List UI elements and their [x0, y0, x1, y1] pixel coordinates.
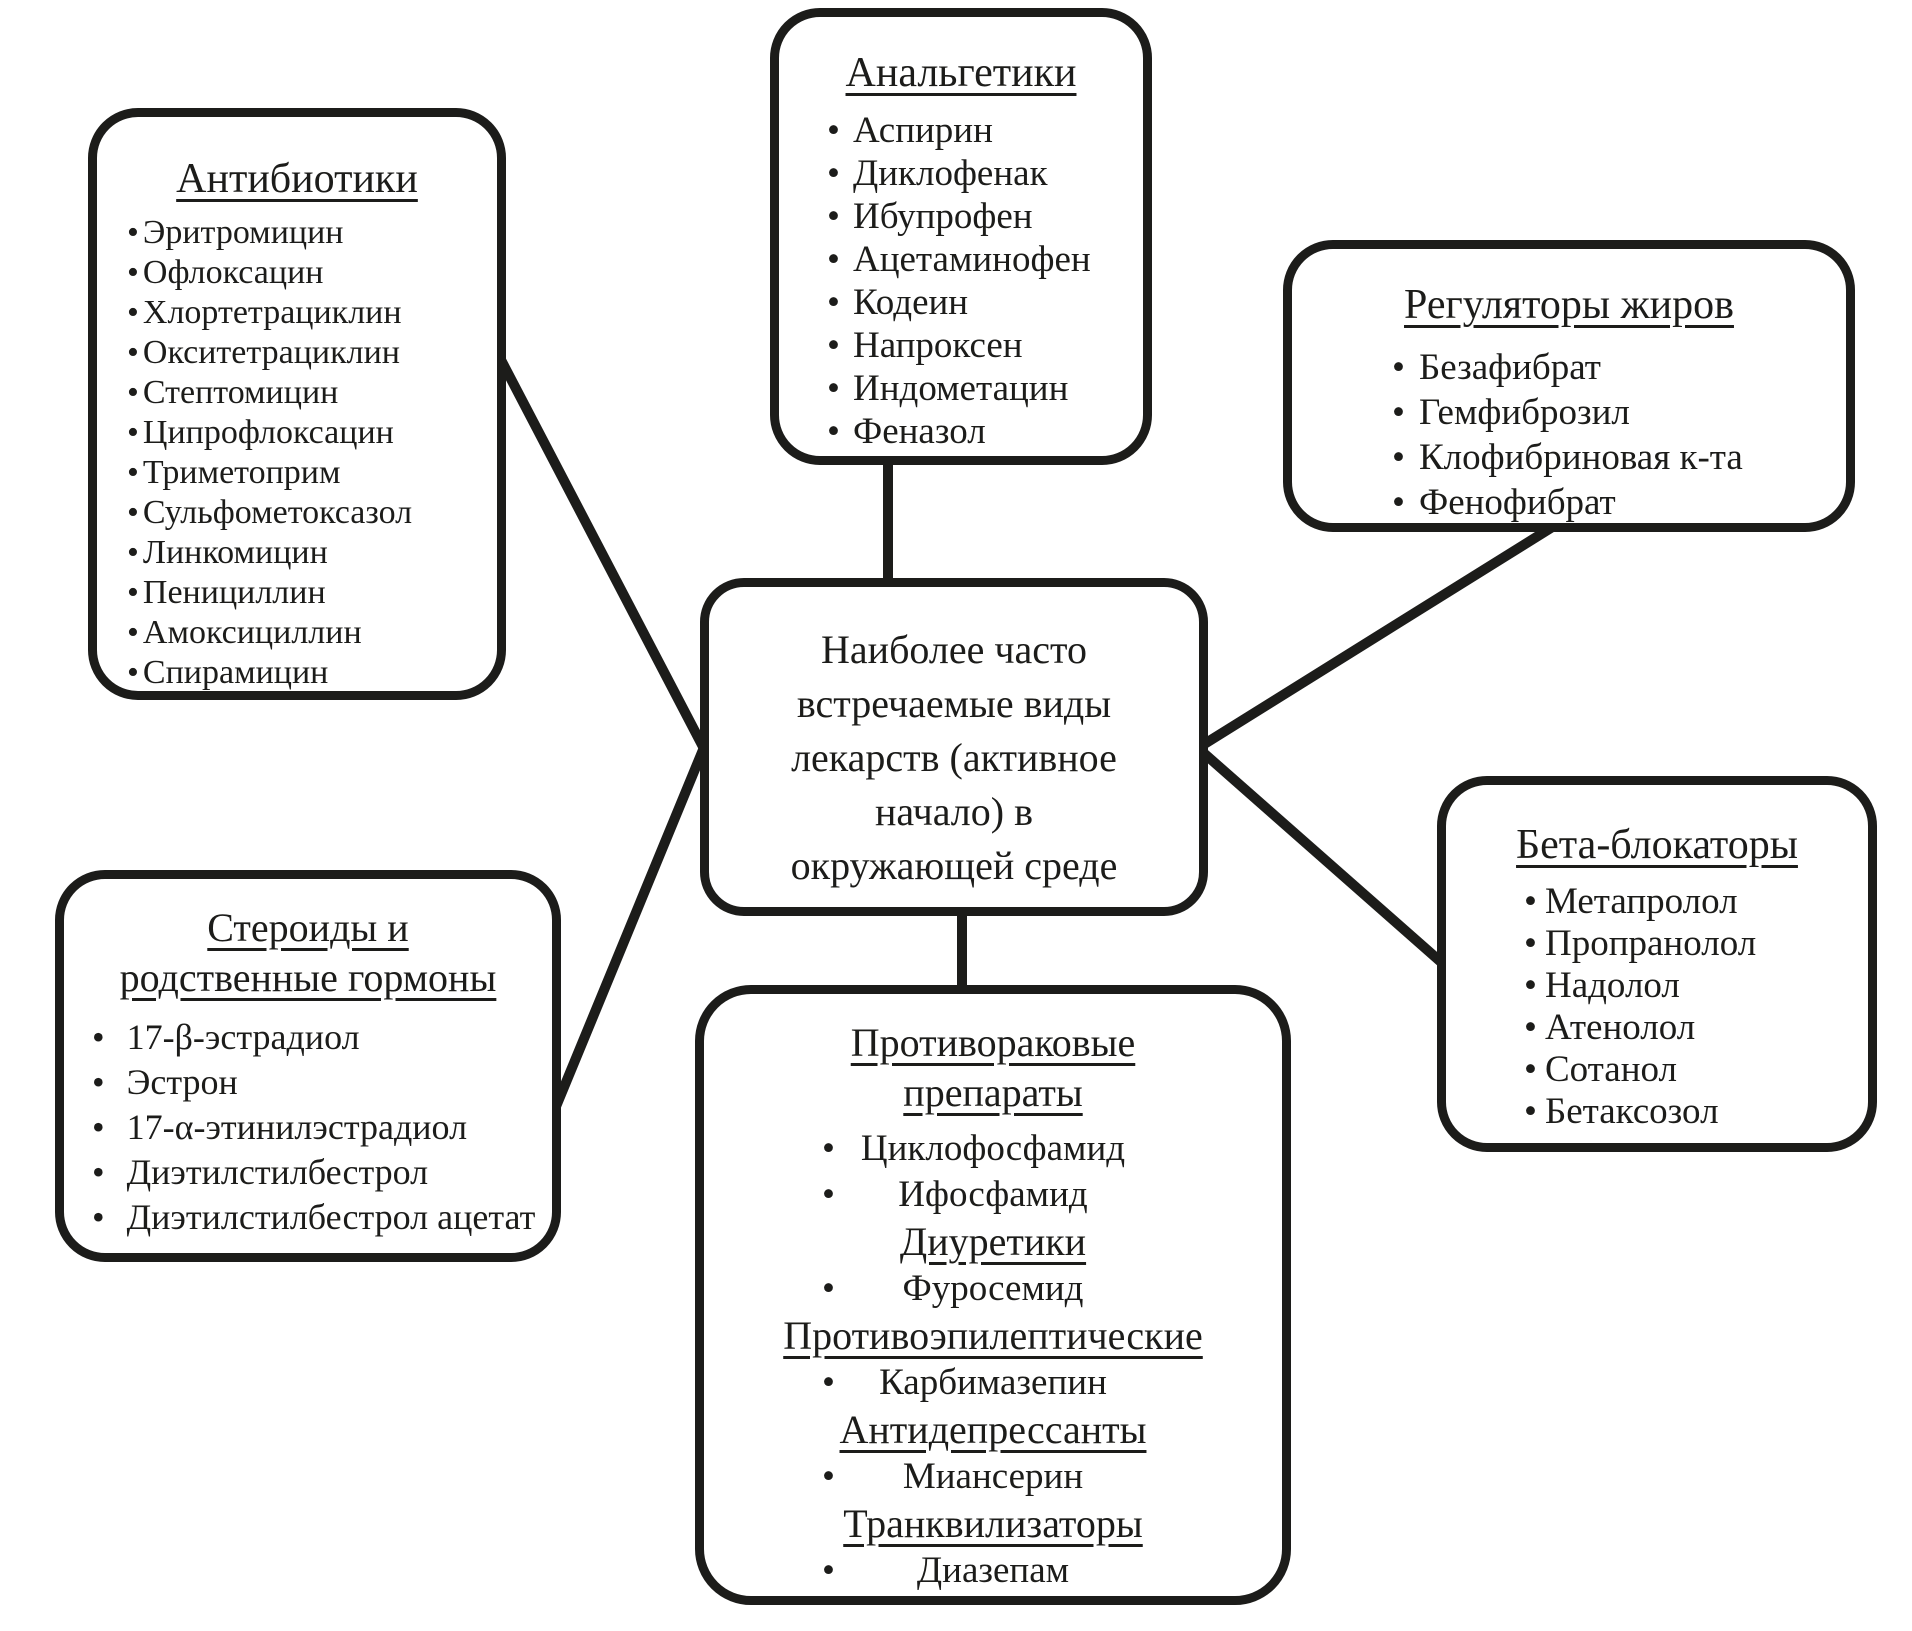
section-title: Транквилизаторы	[843, 1501, 1143, 1546]
section-antidepressants: Антидепрессанты Миансерин	[704, 1406, 1282, 1500]
list-item: Ацетаминофен	[827, 238, 1143, 281]
list-item: Сульфометоксазол	[127, 493, 497, 533]
box-title: Анальгетики	[845, 50, 1077, 96]
list-item: Гемфиброзил	[1392, 390, 1846, 435]
connector-beta-center	[1194, 744, 1454, 974]
section-title: Противоэпилептические	[783, 1313, 1203, 1358]
list-item: Карбимазепин	[704, 1360, 1282, 1406]
section-anticancer: Противораковые препараты ЦиклофосфамидИф…	[704, 1018, 1282, 1218]
center-text-line: начало) в	[875, 789, 1033, 834]
list-item: Надолол	[1524, 965, 1868, 1007]
list-item: Эстрон	[92, 1060, 552, 1105]
list-item: Бетаксозол	[1524, 1091, 1868, 1133]
box-title: Стероиды и	[207, 905, 409, 950]
list-item: Диэтилстилбестрол	[92, 1150, 552, 1195]
drug-list-diuretics: Фуросемид	[704, 1266, 1282, 1312]
section-title: Антидепрессанты	[839, 1407, 1147, 1452]
drug-list-antidepressants: Миансерин	[704, 1454, 1282, 1500]
list-item: Клофибриновая к-та	[1392, 435, 1846, 480]
section-title: Диуретики	[899, 1219, 1087, 1264]
connector-lipid-center	[1195, 521, 1557, 753]
list-item: Спирамицин	[127, 653, 497, 693]
drug-list-antibiotics: ЭритромицинОфлоксацинХлортетрациклинОкси…	[97, 213, 497, 693]
section-title: Противораковые	[850, 1020, 1136, 1065]
list-item: Ибупрофен	[827, 195, 1143, 238]
list-item: Линкомицин	[127, 533, 497, 573]
box-steroids: Стероиды и родственные гормоны 17-β-эстр…	[55, 870, 561, 1262]
list-item: Триметоприм	[127, 453, 497, 493]
list-item: Диклофенак	[827, 152, 1143, 195]
list-item: Метапролол	[1524, 881, 1868, 923]
box-center-topic: Наиболее часто встречаемые виды лекарств…	[700, 578, 1208, 916]
box-antibiotics: Антибиотики ЭритромицинОфлоксацинХлортет…	[88, 108, 506, 700]
drug-list-steroids: 17-β-эстрадиолЭстрон17-α-этинилэстрадиол…	[64, 1015, 552, 1240]
list-item: Феназол	[827, 410, 1143, 453]
list-item: Циклофосфамид	[704, 1126, 1282, 1172]
box-mixed-categories: Противораковые препараты ЦиклофосфамидИф…	[695, 985, 1291, 1605]
box-analgesics: Анальгетики АспиринДиклофенакИбупрофенАц…	[770, 8, 1152, 465]
box-lipid-regulators: Регуляторы жиров БезафибратГемфиброзилКл…	[1283, 240, 1855, 532]
connector-antibiotics-center	[495, 355, 717, 767]
drug-list-anticancer: ЦиклофосфамидИфосфамид	[704, 1126, 1282, 1218]
center-text-line: встречаемые виды	[796, 681, 1112, 726]
section-antiepileptics: Противоэпилептические Карбимазепин	[704, 1312, 1282, 1406]
connector-steroids-center	[543, 726, 717, 1128]
list-item: Индометацин	[827, 367, 1143, 410]
drug-list-lipid-regulators: БезафибратГемфиброзилКлофибриновая к-таФ…	[1292, 345, 1846, 525]
list-item: Миансерин	[704, 1454, 1282, 1500]
drug-list-analgesics: АспиринДиклофенакИбупрофенАцетаминофенКо…	[779, 109, 1143, 453]
list-item: Окситетрациклин	[127, 333, 497, 373]
list-item: Фенофибрат	[1392, 480, 1846, 525]
list-item: 17-β-эстрадиол	[92, 1015, 552, 1060]
list-item: Амоксициллин	[127, 613, 497, 653]
list-item: Диэтилстилбестрол ацетат	[92, 1195, 552, 1240]
drug-list-beta-blockers: МетапрололПропранололНадололАтенололСота…	[1446, 881, 1868, 1133]
section-title: препараты	[903, 1070, 1083, 1115]
list-item: Ципрофлоксацин	[127, 413, 497, 453]
box-title: родственные гормоны	[119, 955, 497, 1000]
list-item: Напроксен	[827, 324, 1143, 367]
list-item: Пенициллин	[127, 573, 497, 613]
list-item: Пропранолол	[1524, 923, 1868, 965]
list-item: Фуросемид	[704, 1266, 1282, 1312]
list-item: Офлоксацин	[127, 253, 497, 293]
drug-list-antiepileptics: Карбимазепин	[704, 1360, 1282, 1406]
drug-list-tranquilizers: Диазепам	[704, 1548, 1282, 1594]
list-item: Сотанол	[1524, 1049, 1868, 1091]
list-item: Аспирин	[827, 109, 1143, 152]
center-text-line: лекарств (активное	[791, 735, 1117, 780]
list-item: Безафибрат	[1392, 345, 1846, 390]
box-title: Бета-блокаторы	[1516, 822, 1798, 868]
list-item: Хлортетрациклин	[127, 293, 497, 333]
list-item: Диазепам	[704, 1548, 1282, 1594]
box-beta-blockers: Бета-блокаторы МетапрололПропранололНадо…	[1437, 776, 1877, 1152]
list-item: Ифосфамид	[704, 1172, 1282, 1218]
list-item: Кодеин	[827, 281, 1143, 324]
box-title: Антибиотики	[176, 156, 418, 202]
center-text-line: Наиболее часто	[821, 627, 1087, 672]
list-item: 17-α-этинилэстрадиол	[92, 1105, 552, 1150]
list-item: Стептомицин	[127, 373, 497, 413]
list-item: Атенолол	[1524, 1007, 1868, 1049]
list-item: Эритромицин	[127, 213, 497, 253]
section-tranquilizers: Транквилизаторы Диазепам	[704, 1500, 1282, 1594]
box-title: Регуляторы жиров	[1404, 282, 1734, 328]
center-text-line: окружающей среде	[790, 843, 1118, 888]
section-diuretics: Диуретики Фуросемид	[704, 1218, 1282, 1312]
